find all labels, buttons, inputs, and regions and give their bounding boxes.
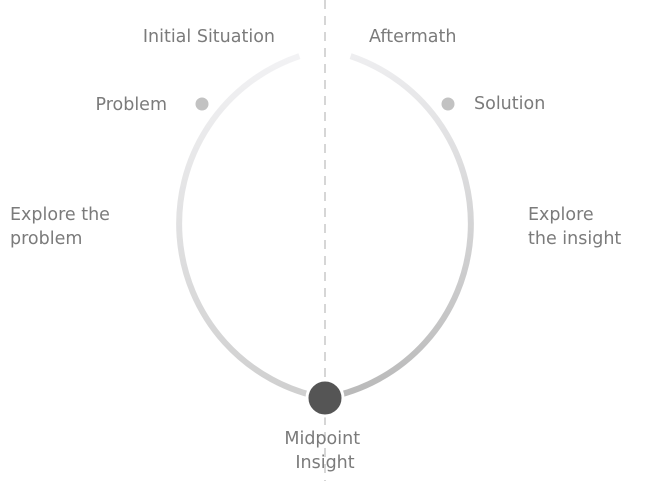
label-aftermath: Aftermath — [369, 27, 456, 47]
label-explore-problem-line-2: problem — [10, 229, 82, 249]
label-initial-situation: Initial Situation — [143, 27, 275, 47]
right-arc — [324, 53, 474, 401]
label-midpoint-insight: Midpoint Insight — [284, 429, 365, 473]
label-explore-problem: Explore the problem — [10, 205, 116, 249]
label-explore-problem-line-1: Explore the — [10, 205, 110, 225]
label-explore-insight-line-1: Explore — [528, 205, 594, 225]
midpoint-marker — [305, 378, 345, 418]
solution-marker — [439, 95, 457, 113]
left-arc — [176, 53, 326, 401]
label-explore-insight-line-2: the insight — [528, 229, 621, 249]
label-problem: Problem — [95, 95, 167, 115]
problem-marker — [193, 95, 211, 113]
label-explore-insight: Explore the insight — [528, 205, 621, 249]
label-solution: Solution — [474, 94, 545, 114]
label-midpoint-line-2: Insight — [295, 453, 354, 473]
label-midpoint-line-1: Midpoint — [284, 429, 360, 449]
